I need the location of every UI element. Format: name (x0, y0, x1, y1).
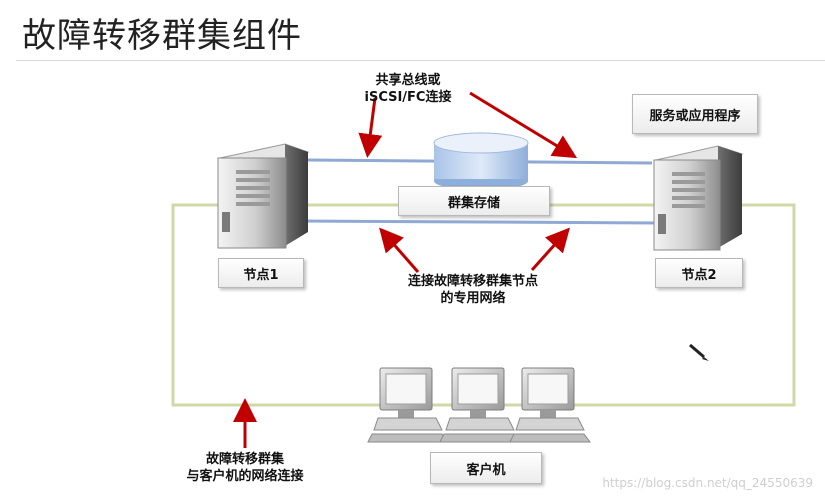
shared-bus-label: 共享总线或 iSCSI/FC连接 (364, 73, 452, 105)
cluster-storage-box: 群集存储 (398, 186, 550, 216)
client-computer-icon (509, 367, 591, 443)
private-network-cable (297, 219, 659, 225)
pen-cursor-icon (689, 343, 709, 361)
client-computer-icon (439, 367, 521, 443)
arrow-to-shared-bus-right (469, 91, 578, 159)
watermark: https://blog.csdn.net/qq_24550639 (602, 476, 813, 490)
cluster-storage-icon (433, 132, 529, 190)
client-computer-icon (367, 367, 449, 443)
server-node2-icon (653, 145, 744, 251)
arrow-to-shared-bus-left (358, 97, 383, 158)
arrow-to-private-network-right (530, 227, 571, 272)
arrow-to-private-network-left (379, 227, 420, 273)
node2-box: 节点2 (655, 258, 743, 288)
node1-box: 节点1 (218, 258, 304, 288)
service-app-box: 服务或应用程序 (632, 94, 758, 134)
server-node1-icon (217, 143, 310, 249)
clients-box: 客户机 (430, 452, 542, 484)
client-network-label: 故障转移群集 与客户机的网络连接 (186, 452, 304, 484)
title-divider (16, 60, 825, 61)
private-network-label: 连接故障转移群集节点 的专用网络 (407, 274, 538, 306)
slide-title: 故障转移群集组件 (22, 16, 302, 56)
